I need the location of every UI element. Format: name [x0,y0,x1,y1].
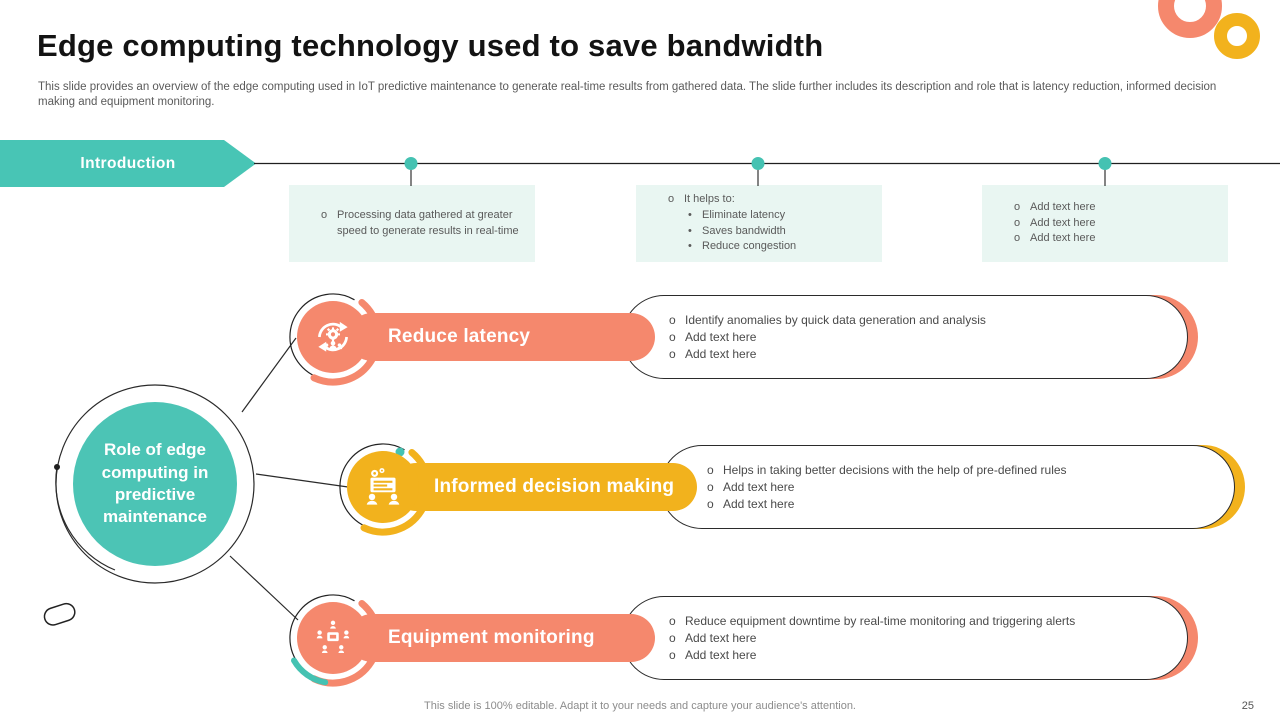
bullet-marker: • [688,240,692,253]
blob-decoration [43,602,76,626]
row-pill-reduce-latency: Reduce latency [348,313,655,361]
footer-note: This slide is 100% editable. Adapt it to… [424,700,856,712]
row-detail-box: o Helps in taking better decisions with t… [660,445,1235,529]
bullet-marker: o [707,479,714,494]
bullet-text: Add text here [685,329,757,344]
row-icon-circle [297,602,369,674]
bullet-item: o Add text here [1014,216,1214,232]
connector-line [241,337,297,413]
sub-bullet-item: • Reduce congestion [688,239,868,255]
timeline-dot [1098,157,1112,170]
row-label: Equipment monitoring [388,627,595,648]
bullet-text: Reduce equipment downtime by real-time m… [685,613,1076,628]
bullet-item: o It helps to: [668,192,868,208]
decision-meeting-icon [366,468,400,505]
connector-line [255,473,349,488]
bullet-marker: o [669,630,676,645]
timeline-box-1: o Processing data gathered at greater sp… [289,185,535,262]
row-label: Informed decision making [434,476,675,497]
bullet-marker: o [1014,216,1021,229]
bullet-item: o Processing data gathered at greater sp… [321,208,521,239]
bullet-item: o Add text here [1014,200,1214,216]
row-detail-box: o Identify anomalies by quick data genera… [622,295,1188,379]
page-title: Edge computing technology used to save b… [37,28,824,63]
bullet-marker: o [669,648,676,663]
timeline-box-2: o It helps to: • Eliminate latency • Sav… [636,185,882,262]
bullet-marker: o [669,329,676,344]
bullet-text: Add text here [685,630,757,645]
bullet-marker: o [321,208,328,221]
timeline-dot [751,157,765,170]
row-pill-informed-decision-making: Informed decision making [392,463,697,511]
bullet-text: Add text here [685,648,757,663]
donut-decoration-salmon [1158,0,1222,38]
donut-decoration-yellow [1214,13,1260,59]
bullet-marker: o [669,312,676,327]
hub-circle: Role of edge computing in predictive mai… [73,402,237,566]
slide-subtitle: This slide provides an overview of the e… [38,81,1217,109]
bullet-text: Add text here [723,497,795,512]
bullet-marker: o [669,613,676,628]
sync-arrows-gear-icon [318,321,348,352]
bullet-marker: • [688,208,692,221]
team-monitoring-icon [316,620,350,654]
bullet-marker: o [669,347,676,362]
row-detail-box: o Reduce equipment downtime by real-time … [622,596,1188,680]
bullet-text: Saves bandwidth [702,224,786,237]
page-number: 25 [1241,700,1254,712]
bullet-text: Add text here [723,479,795,494]
sub-bullet-item: • Eliminate latency [688,208,868,224]
bullet-marker: o [1014,232,1021,245]
bullet-marker: o [1014,201,1021,214]
sub-bullet-item: • Saves bandwidth [688,224,868,240]
bullet-text: Add text here [1030,216,1096,229]
intro-banner-label: Introduction [80,154,176,172]
bullet-marker: o [707,462,714,477]
intro-banner: Introduction [0,140,256,187]
bullet-text: Processing data gathered at greater spee… [337,208,519,237]
row-icon-circle [297,301,369,373]
bullet-text: Add text here [1030,232,1096,245]
bullet-text: Add text here [685,347,757,362]
timeline-box-3: o Add text here o Add text here o Add te… [982,185,1228,262]
row-pill-equipment-monitoring: Equipment monitoring [348,614,655,662]
bullet-text: Helps in taking better decisions with th… [723,462,1067,477]
connector-line [229,555,299,621]
bullet-text: Reduce congestion [702,240,797,253]
row-icon-circle [347,451,419,523]
bullet-marker: • [688,224,692,237]
bullet-text: It helps to: [684,193,735,206]
bullet-marker: o [668,193,675,206]
bullet-text: Eliminate latency [702,208,786,221]
bullet-text: Identify anomalies by quick data generat… [685,312,986,327]
timeline-dot [404,157,418,170]
bullet-text: Add text here [1030,201,1096,214]
row-label: Reduce latency [388,326,531,347]
bullet-item: o Add text here [1014,231,1214,247]
bullet-marker: o [707,497,714,512]
hub-label: Role of edge computing in predictive mai… [101,440,209,527]
